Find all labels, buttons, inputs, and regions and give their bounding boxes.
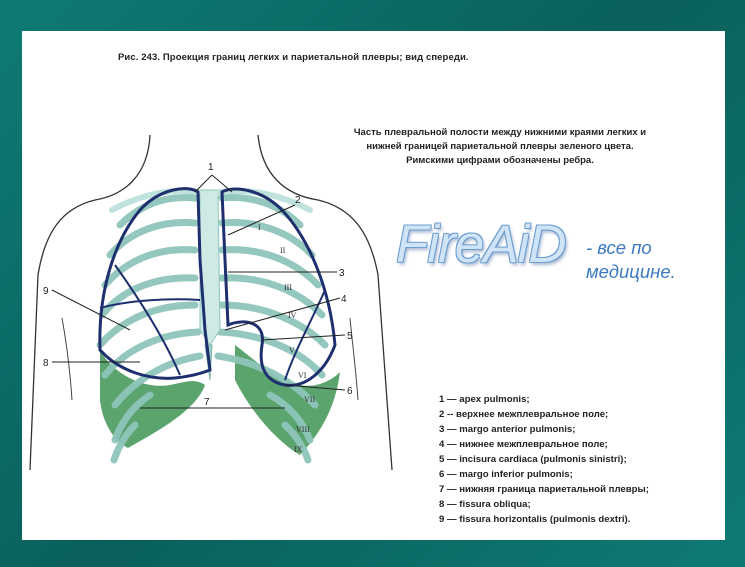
legend-item: 6 — margo inferior pulmonis; xyxy=(439,467,649,482)
legend-item: 5 — incisura cardiaca (pulmonis sinistri… xyxy=(439,452,649,467)
rib-label-3: III xyxy=(284,283,292,292)
rib-label-6: VI xyxy=(298,371,307,380)
brand-logo: FireAiD xyxy=(396,214,566,275)
legend: 1 — apex pulmonis; 2 -- верхнее межплевр… xyxy=(439,392,649,527)
label-1: 1 xyxy=(208,162,214,173)
label-7: 7 xyxy=(204,397,210,408)
legend-item: 8 — fissura obliqua; xyxy=(439,497,649,512)
rib-label-9: IX xyxy=(294,445,303,454)
label-3: 3 xyxy=(339,268,345,279)
label-4: 4 xyxy=(341,294,347,305)
brand-tagline: - все по медицине. xyxy=(586,236,676,284)
rib-label-2: II xyxy=(280,246,286,255)
legend-item: 1 — apex pulmonis; xyxy=(439,392,649,407)
legend-item: 9 — fissura horizontalis (pulmonis dextr… xyxy=(439,512,649,527)
rib-label-8: VIII xyxy=(296,425,310,434)
rib-label-4: IV xyxy=(288,311,297,320)
legend-item: 3 — margo anterior pulmonis; xyxy=(439,422,649,437)
rib xyxy=(105,332,198,375)
rib-label-5: V xyxy=(289,346,295,355)
label-6: 6 xyxy=(347,386,353,397)
legend-item: 7 — нижняя граница париетальной плевры; xyxy=(439,482,649,497)
legend-item: 4 — нижнее межплевральное поле; xyxy=(439,437,649,452)
legend-item: 2 -- верхнее межплевральное поле; xyxy=(439,407,649,422)
tagline-line: медицине. xyxy=(586,260,676,284)
label-2: 2 xyxy=(295,195,301,206)
label-8: 8 xyxy=(43,358,49,369)
arm-line xyxy=(62,318,72,400)
rib-label-7: VII xyxy=(304,395,315,404)
label-5: 5 xyxy=(347,331,353,342)
tagline-line: - все по xyxy=(586,236,676,260)
rib xyxy=(100,305,195,345)
rib-label-1: I xyxy=(258,223,261,232)
label-9: 9 xyxy=(43,286,49,297)
